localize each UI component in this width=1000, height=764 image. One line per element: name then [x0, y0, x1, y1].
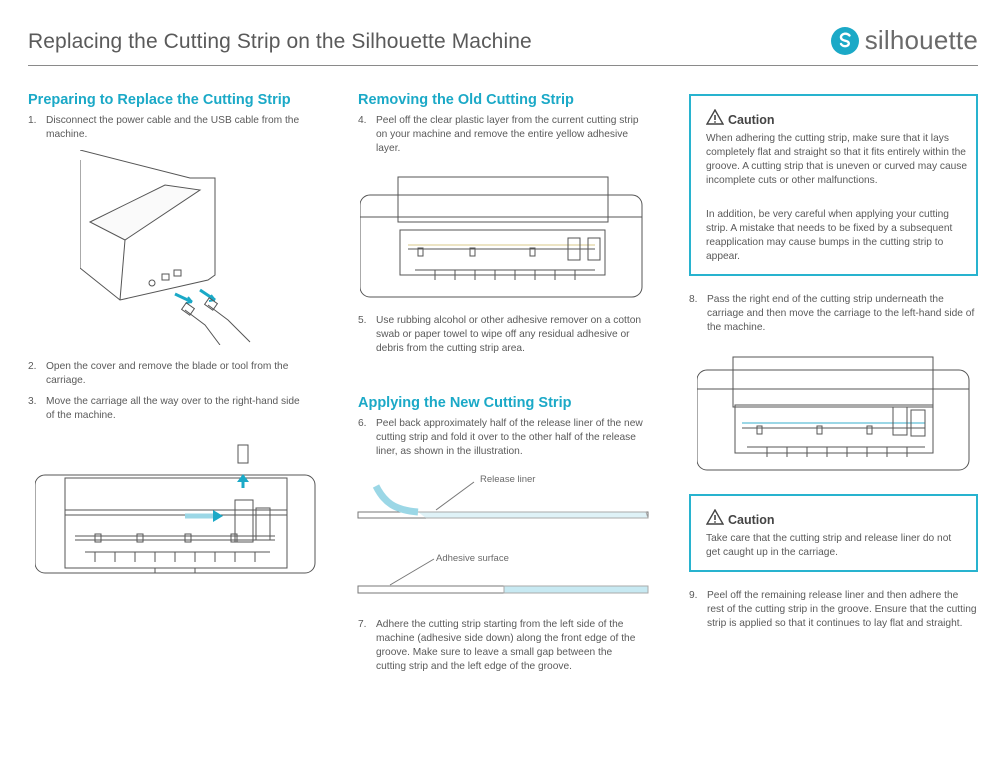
remove-strip-illustration — [360, 176, 643, 298]
step-number: 4. — [358, 115, 367, 126]
step-number: 7. — [358, 619, 367, 630]
warning-icon — [706, 509, 724, 525]
adhesive-surface-label: Adhesive surface — [436, 553, 509, 564]
caution-box-1: Caution When adhering the cutting strip,… — [689, 94, 978, 276]
brand-logo: silhouette — [830, 25, 978, 56]
step-number: 2. — [28, 361, 37, 372]
section-heading: Removing the Old Cutting Strip — [358, 92, 574, 108]
section-heading: Applying the New Cutting Strip — [358, 395, 572, 411]
release-liner-illustration — [357, 481, 649, 519]
step-number: 3. — [28, 396, 37, 407]
step-text: Peel back approximately half of the rele… — [376, 418, 643, 457]
cable-disconnect-illustration — [80, 150, 251, 345]
section-heading: Preparing to Replace the Cutting Strip — [28, 92, 291, 108]
carriage-move-illustration — [35, 444, 316, 574]
step-text: Pass the right end of the cutting strip … — [707, 294, 975, 333]
step-number: 5. — [358, 315, 367, 326]
warning-icon — [706, 109, 724, 125]
step-number: 8. — [689, 294, 698, 305]
page-title: Replacing the Cutting Strip on the Silho… — [28, 30, 532, 53]
caution-title: Caution — [728, 113, 775, 127]
logo-text: silhouette — [864, 25, 978, 55]
silhouette-s-icon — [830, 26, 859, 55]
section-heading-removing: Removing the Old Cutting Strip — [358, 92, 574, 108]
step-text: Disconnect the power cable and the USB c… — [46, 115, 300, 140]
step-text: Use rubbing alcohol or other adhesive re… — [376, 315, 642, 354]
step-number: 9. — [689, 590, 698, 601]
step-text: Adhere the cutting strip starting from t… — [376, 619, 636, 672]
step-number: 1. — [28, 115, 37, 126]
adhesive-surface-illustration — [357, 558, 649, 594]
caution-title: Caution — [728, 513, 775, 527]
carriage-left-illustration — [697, 356, 970, 471]
step-text: Move the carriage all the way over to th… — [46, 396, 300, 421]
caution-paragraph: In addition, be very careful when applyi… — [706, 209, 953, 262]
step-text: Peel off the remaining release liner and… — [707, 590, 977, 629]
step-text: Open the cover and remove the blade or t… — [46, 361, 289, 386]
step-number: 6. — [358, 418, 367, 429]
caution-paragraph: When adhering the cutting strip, make su… — [706, 133, 968, 186]
section-heading-preparing: Preparing to Replace the Cutting Strip — [28, 92, 291, 108]
caution-box-2: Caution Take care that the cutting strip… — [689, 494, 978, 572]
caution-paragraph: Take care that the cutting strip and rel… — [706, 533, 952, 558]
section-heading-applying: Applying the New Cutting Strip — [358, 395, 571, 411]
release-liner-label: Release liner — [480, 474, 536, 485]
header-divider — [28, 65, 978, 66]
step-text: Peel off the clear plastic layer from th… — [376, 115, 639, 154]
